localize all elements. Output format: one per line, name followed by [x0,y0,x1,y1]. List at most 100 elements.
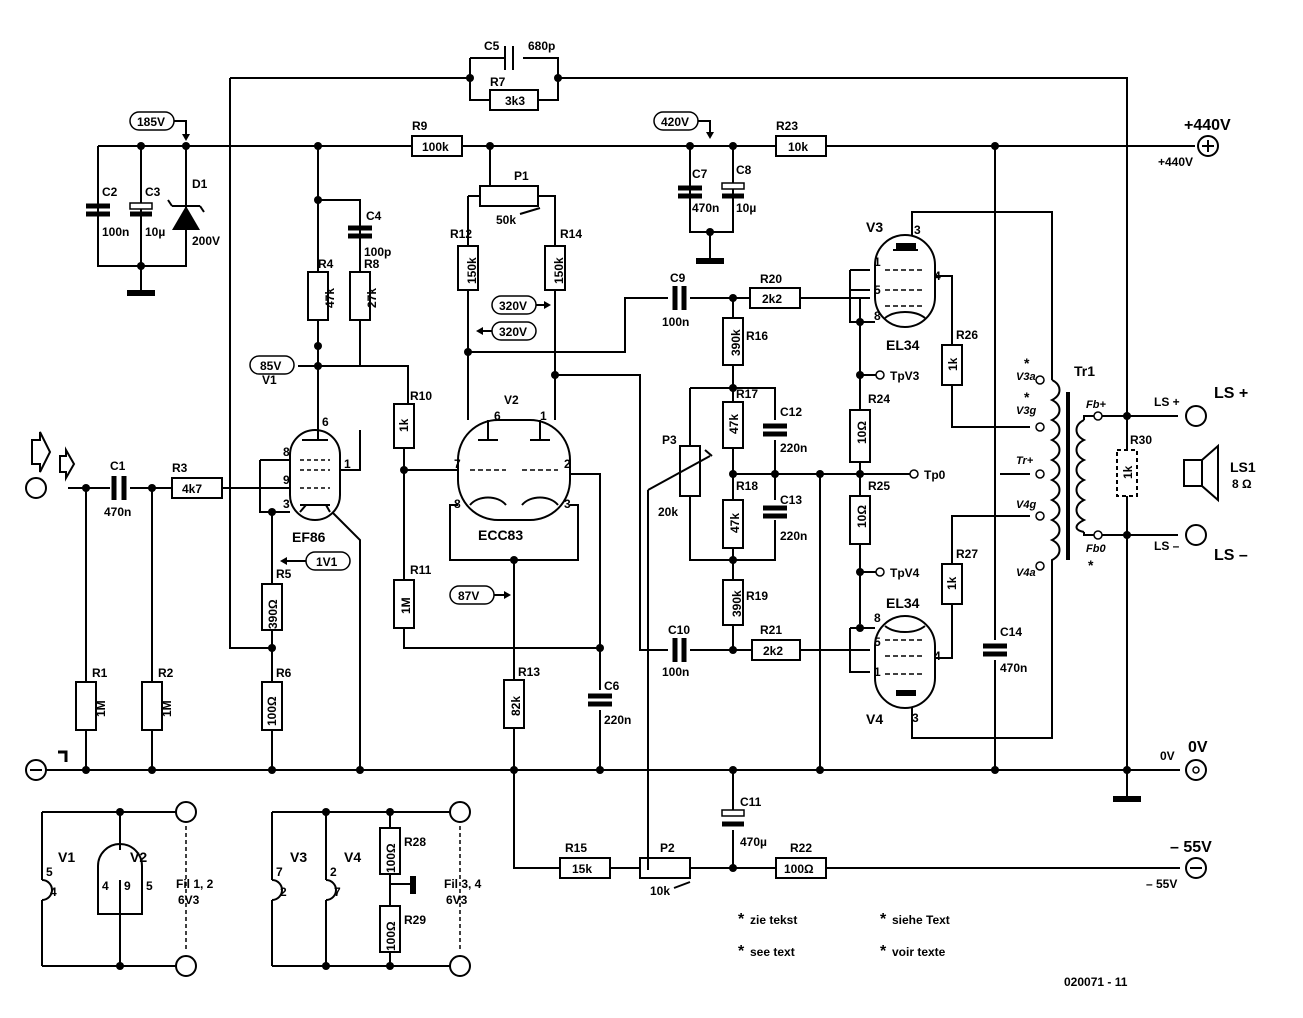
tap-fbplus: Fb+ [1086,399,1106,411]
fil-v1-pin5: 5 [46,865,53,879]
fil-v3-label: V3 [290,849,307,865]
ls1-impedance: 8 Ω [1232,477,1252,491]
resistor-r14 [544,245,566,291]
zero-label: 0V [1188,739,1208,756]
star-v3a: * [1024,355,1030,371]
fil-v3-pin2: 2 [280,885,287,899]
r6-ref: R6 [276,666,292,680]
r16-value: 390k [729,329,743,356]
v4-pin1: 1 [874,665,881,679]
v2-pin7: 7 [454,457,461,471]
speaker-ls1: LS1 8 Ω LS + LS – LS + LS – [1154,385,1256,564]
filament-right: R28 100Ω R29 100Ω V3 V4 7 2 2 7 Fil 3, 4… [271,801,482,977]
r22-ref: R22 [790,841,812,855]
tp0-label: Tp0 [924,468,946,482]
c12-ref: C12 [780,405,802,419]
resistor-r18 [722,499,744,549]
ground-symbols [127,258,1141,802]
d1-value: 200V [192,234,220,248]
resistor-r3 [171,477,223,499]
v2-pin2: 2 [564,457,571,471]
r19-ref: R19 [746,589,768,603]
v4-pin8: 8 [874,611,881,625]
resistor-r13 [503,679,525,729]
fil34-voltage: 6V3 [446,893,468,907]
v3-pin3: 3 [914,223,921,237]
c14-ref: C14 [1000,625,1022,639]
pot-p1 [479,185,539,207]
resistor-r19 [722,579,744,626]
v420-label: 420V [661,115,689,129]
resistor-r4 [307,271,329,321]
fil-v2-pin9: 9 [124,879,131,893]
minus55-label: – 55V [1170,839,1212,856]
v185-label: 185V [137,115,165,129]
v2-pin3: 3 [564,497,571,511]
r4-ref: R4 [318,257,334,271]
r29-value: 100Ω [384,921,398,951]
r24-ref: R24 [868,392,890,406]
v320a-label: 320V [499,299,527,313]
tap-fb0: Fb0 [1086,543,1106,555]
fil-v4-label: V4 [344,849,361,865]
resistor-r25 [849,495,871,545]
r17-ref: R17 [736,387,758,401]
v1-pin6: 6 [322,415,329,429]
r12-ref: R12 [450,227,472,241]
footnotes: * zie tekst * see text * siehe Text * vo… [738,911,1128,989]
tap-trplus: Tr+ [1016,455,1034,467]
ls-plus-label: LS + [1214,385,1248,402]
c4-value: 100p [364,245,391,259]
r30-ref: R30 [1130,433,1152,447]
r29-ref: R29 [404,913,426,927]
r13-ref: R13 [518,665,540,679]
capacitors: C5 680p C2 100n C3 10µ C4 100p C7 470n C… [86,39,1027,849]
r15-value: 15k [572,862,592,876]
r11-value: 1M [399,597,413,614]
r2-ref: R2 [158,666,174,680]
fil12-label: Fil 1, 2 [176,877,214,891]
p2-ref: P2 [660,841,675,855]
fil-v3-pin7: 7 [276,865,283,879]
c10-ref: C10 [668,623,690,637]
r5-ref: R5 [276,567,292,581]
resistor-r24 [849,409,871,463]
fil-v1-pin4: 4 [50,885,57,899]
v3-type: EL34 [886,337,920,353]
output-transformer-tr1: Tr1 V3a V3g Tr+ V4g V4a Fb+ Fb0 * * * [1016,355,1106,579]
r26-ref: R26 [956,328,978,342]
c9-value: 100n [662,315,689,329]
r5-value: 390Ω [266,599,280,629]
resistor-r15 [559,857,611,879]
v3-pin8: 8 [874,309,881,323]
v1-ref: V1 [262,373,277,387]
resistor-r23 [775,135,827,157]
p1-ref: P1 [514,169,529,183]
r14-ref: R14 [560,227,582,241]
resistor-r27 [941,563,963,605]
r28-value: 100Ω [384,843,398,873]
resistor-r7 [489,89,539,111]
c1-value: 470n [104,505,131,519]
r23-ref: R23 [776,119,798,133]
c7-ref: C7 [692,167,708,181]
r15-ref: R15 [565,841,587,855]
v4-pin5: 5 [874,635,881,649]
junction-dots [82,74,1131,872]
r6-value: 100Ω [265,696,279,726]
r24-value: 10Ω [855,421,869,444]
tap-v3g: V3g [1016,405,1036,417]
r1-ref: R1 [92,666,108,680]
c7-value: 470n [692,201,719,215]
tap-v4a: V4a [1016,567,1036,579]
d1-ref: D1 [192,177,208,191]
svg-text:*: * [880,943,887,960]
r25-value: 10Ω [855,505,869,528]
note-nl: zie tekst [750,913,797,927]
v2-pin6: 6 [494,409,501,423]
fil-v4-pin2: 2 [330,865,337,879]
v2-pin8: 8 [454,497,461,511]
potentiometers: P1 50k P2 10k P3 20k [479,146,713,898]
resistor-r21 [751,639,801,661]
r7-value: 3k3 [505,94,525,108]
